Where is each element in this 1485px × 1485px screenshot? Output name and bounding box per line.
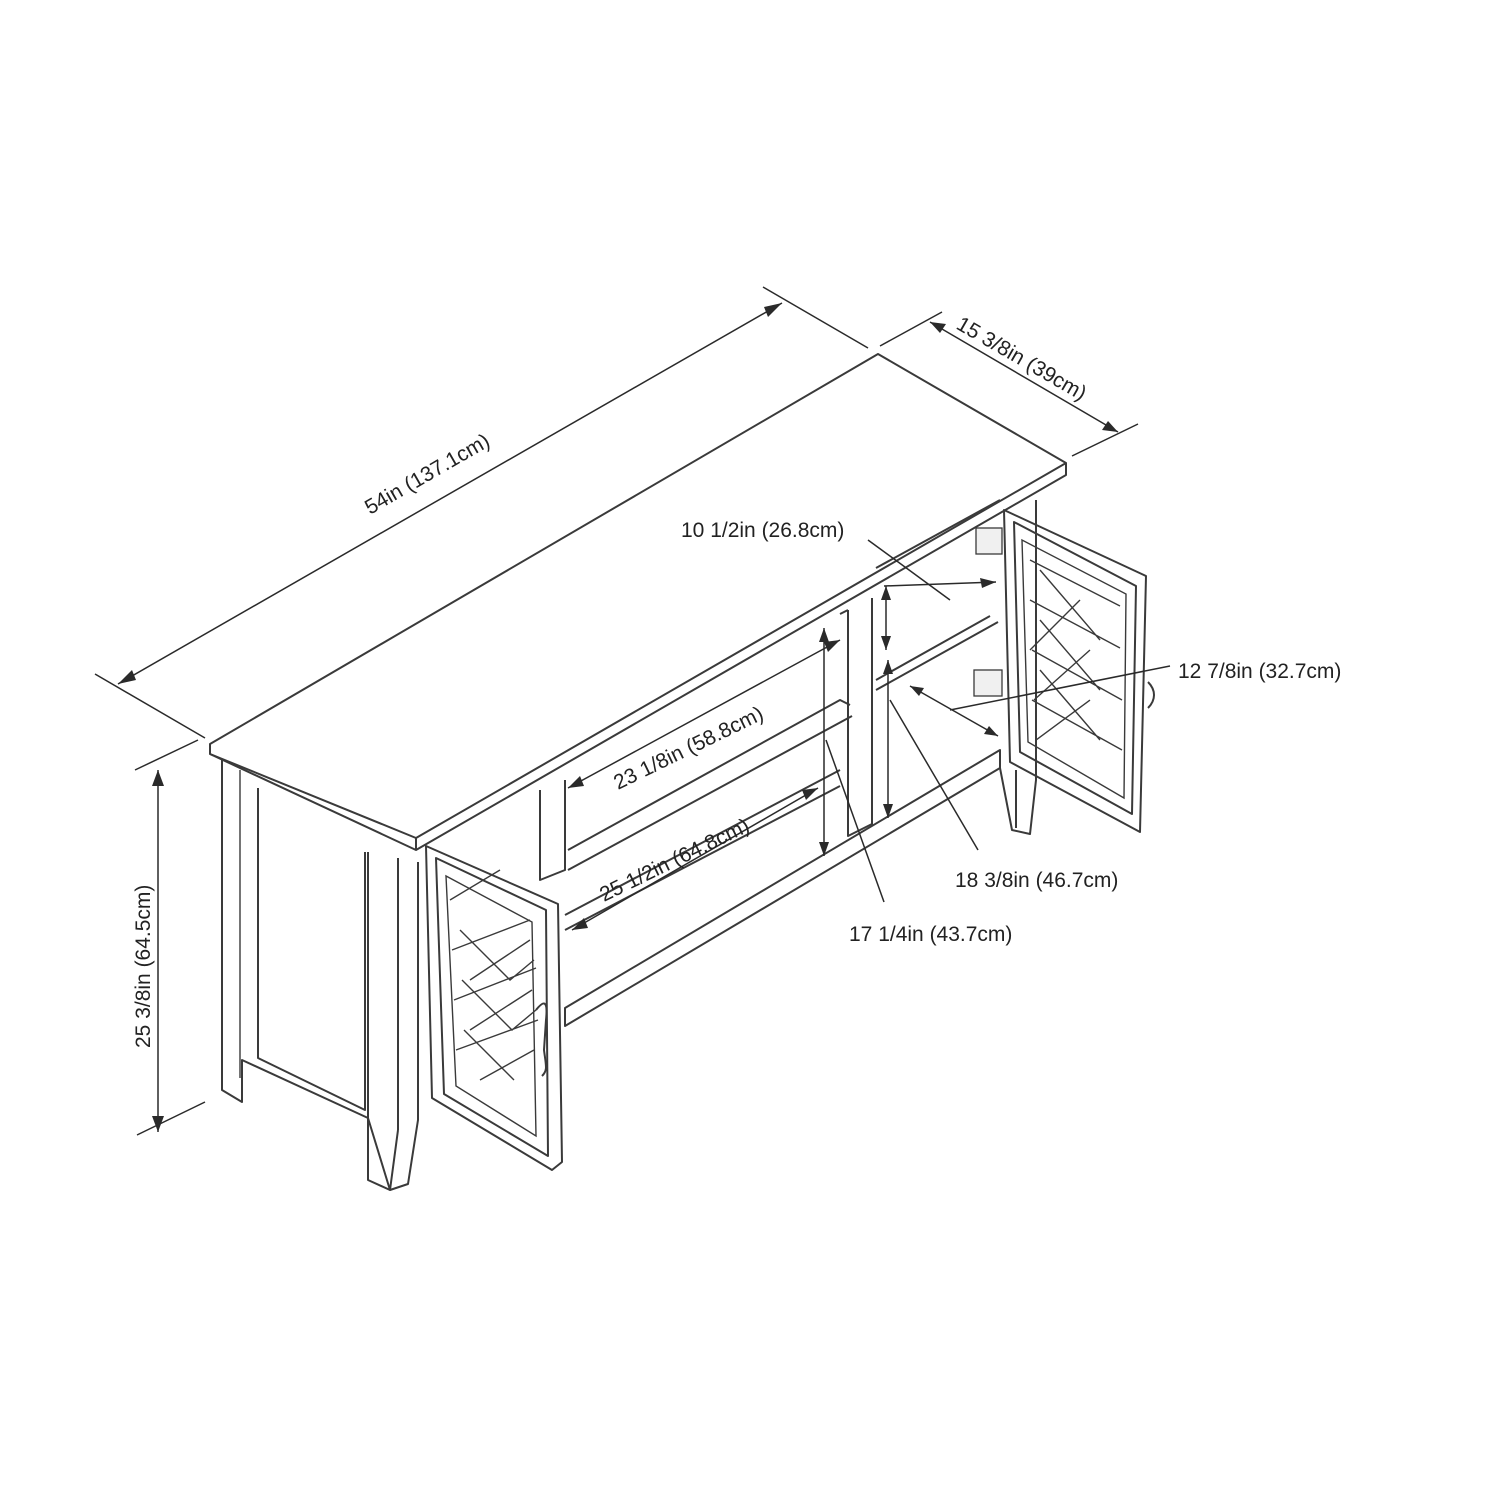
right-leg <box>999 500 1037 835</box>
upper-hinge <box>975 527 1003 555</box>
right-door <box>973 509 1155 833</box>
shelf-height-top-label: 10 1/2in (26.8cm) <box>681 519 844 542</box>
inner-depth-label: 12 7/8in (32.7cm) <box>1178 660 1341 683</box>
left-side-panel <box>221 760 399 1191</box>
depth-label: 15 3/8in (39cm) <box>953 312 1091 405</box>
upper-width-label: 23 1/8in (58.8cm) <box>610 702 767 794</box>
center-height-label: 17 1/4in (43.7cm) <box>849 923 1012 946</box>
lower-hinge <box>973 669 1003 697</box>
tv-stand-illustration <box>209 353 1155 1191</box>
top-front-edge <box>209 463 1067 851</box>
left-door <box>425 845 563 1171</box>
dimension-lines <box>94 286 1171 1136</box>
center-divider <box>847 598 873 837</box>
right-shelf <box>875 615 999 691</box>
side-height-label: 18 3/8in (46.7cm) <box>955 869 1118 892</box>
left-front-leg <box>367 852 419 1191</box>
top-surface <box>209 353 1067 839</box>
height-label: 25 3/8in (64.5cm) <box>132 885 155 1048</box>
left-door-handle <box>535 1002 548 1077</box>
lower-width-label: 25 1/2in (64.8cm) <box>596 814 753 906</box>
lower-shelf <box>564 769 841 931</box>
